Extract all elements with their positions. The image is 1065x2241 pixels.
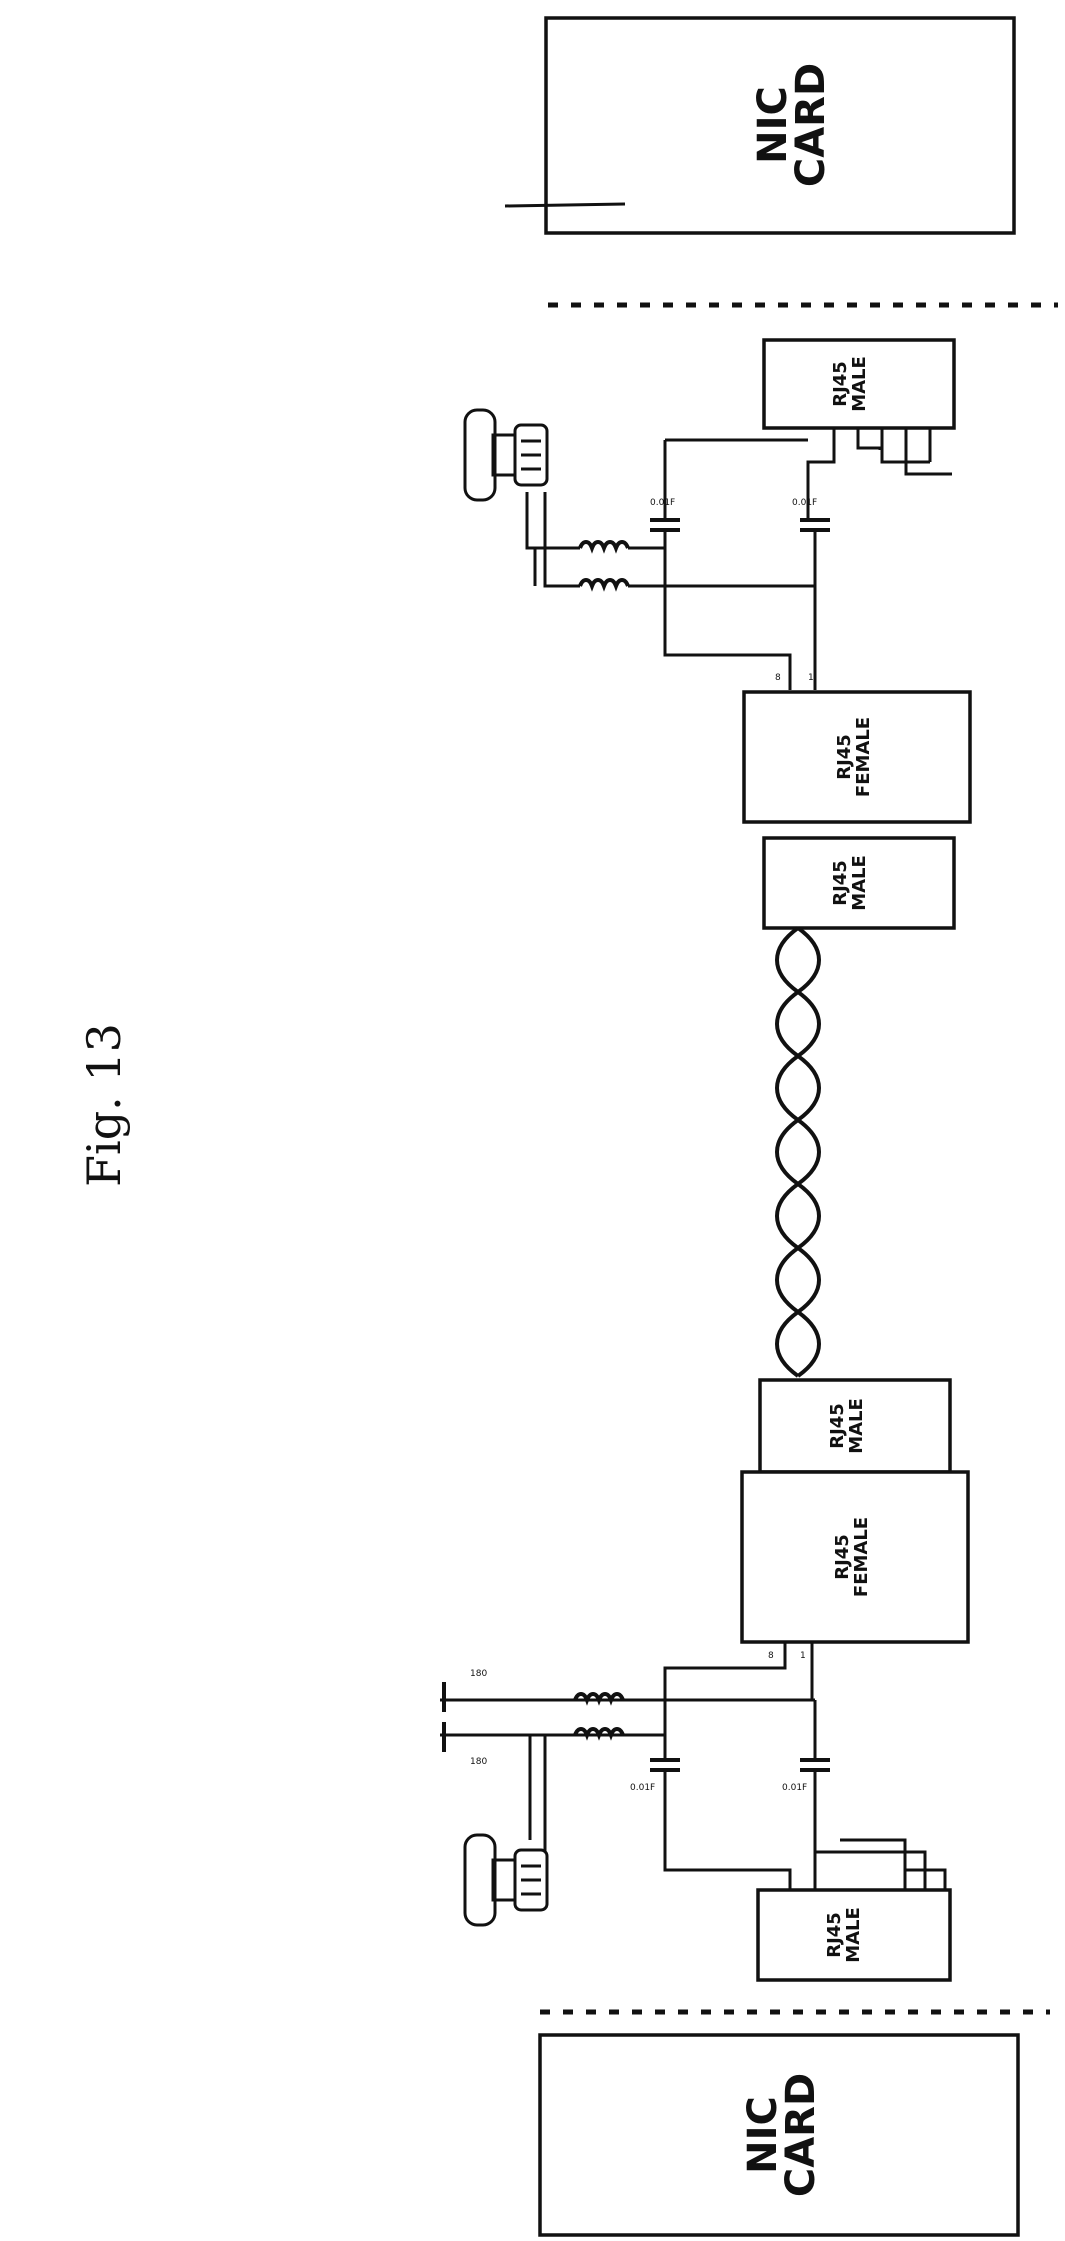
svg-text:8: 8 <box>768 1651 774 1661</box>
telephone-icon-bottom <box>465 1835 547 1925</box>
rj45-female-bottom-line1: RJ45 <box>832 1534 853 1580</box>
rj45-male-top-line2: MALE <box>849 356 870 412</box>
rj45-male-mid-lower-line1: RJ45 <box>827 1403 848 1449</box>
rj45-male-bottom-line1: RJ45 <box>824 1912 845 1958</box>
svg-text:8: 8 <box>775 673 781 683</box>
svg-text:0.01F: 0.01F <box>630 1783 655 1793</box>
inductor-icon-top-2 <box>580 580 628 586</box>
capacitor-icon-top-right: 0.01F <box>792 498 830 530</box>
figure-label: Fig. 13 <box>77 1023 131 1187</box>
rj45-female-top-line2: FEMALE <box>853 717 874 797</box>
svg-text:0.01F: 0.01F <box>782 1783 807 1793</box>
capacitor-icon-bottom-left: 0.01F <box>630 1760 680 1793</box>
nic-bottom-line2: CARD <box>778 2073 824 2197</box>
svg-text:180: 180 <box>470 1669 487 1679</box>
svg-text:1: 1 <box>808 673 814 683</box>
inductor-icon-top-1 <box>580 542 628 548</box>
rj45-male-bottom-line2: MALE <box>843 1907 864 1963</box>
svg-text:180: 180 <box>470 1757 487 1767</box>
rj45-male-mid-upper-line2: MALE <box>849 855 870 911</box>
rj45-female-top-line1: RJ45 <box>834 734 855 780</box>
rj45-male-mid-lower-line2: MALE <box>846 1398 867 1454</box>
svg-text:0.01F: 0.01F <box>650 498 675 508</box>
rj45-male-mid-upper-line1: RJ45 <box>830 860 851 906</box>
rj45-male-top-line1: RJ45 <box>830 361 851 407</box>
capacitor-icon-bottom-right: 0.01F <box>782 1760 830 1793</box>
nic-top-line2: CARD <box>788 63 834 187</box>
svg-text:0.01F: 0.01F <box>792 498 817 508</box>
twisted-pair-cable <box>777 928 819 1376</box>
svg-text:1: 1 <box>800 1651 806 1661</box>
rj45-female-bottom-line2: FEMALE <box>851 1517 872 1597</box>
telephone-icon-top <box>465 410 547 500</box>
